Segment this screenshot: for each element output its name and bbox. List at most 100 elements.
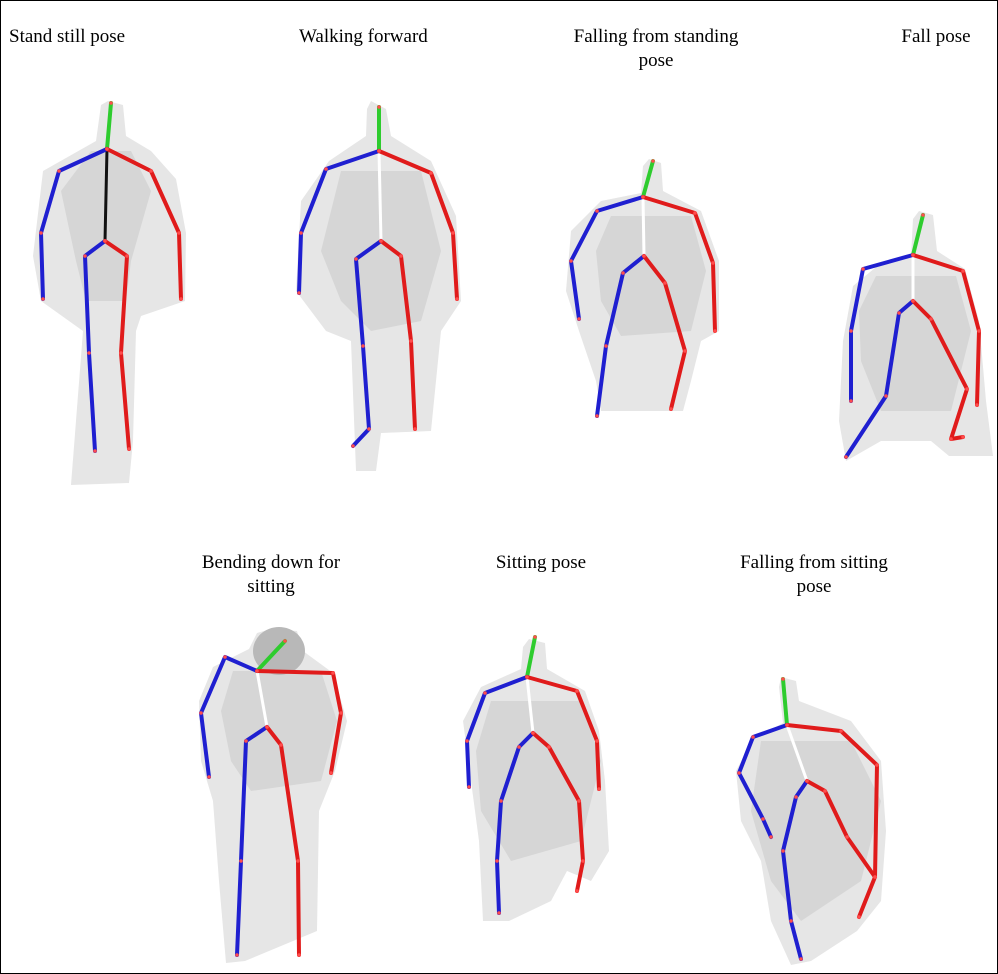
joint-marker [429, 171, 433, 175]
joint-marker [569, 259, 573, 263]
joint-marker [279, 743, 283, 747]
joint-marker [961, 269, 965, 273]
joint-marker [884, 394, 888, 398]
joint-marker [125, 254, 129, 258]
joint-marker [794, 795, 798, 799]
joint-marker [239, 859, 243, 863]
joint-marker [641, 195, 645, 199]
joint-marker [354, 257, 358, 261]
spine-line [105, 149, 107, 241]
joint-marker [751, 735, 755, 739]
joint-marker [199, 711, 203, 715]
joint-marker [517, 745, 521, 749]
joint-marker [781, 677, 785, 681]
joint-marker [693, 211, 697, 215]
joint-marker [621, 271, 625, 275]
joint-marker [921, 213, 925, 217]
joint-marker [299, 231, 303, 235]
joint-marker [711, 261, 715, 265]
figure-fall-pose [839, 211, 993, 461]
joint-marker [683, 349, 687, 353]
joint-marker [929, 317, 933, 321]
figure-falling-from-sitting [736, 677, 886, 965]
joint-marker [547, 745, 551, 749]
joint-marker [465, 739, 469, 743]
joint-marker [297, 953, 301, 957]
joint-marker [377, 105, 381, 109]
joint-marker [669, 407, 673, 411]
joint-marker [351, 444, 355, 448]
joint-marker [179, 297, 183, 301]
joint-marker [604, 344, 608, 348]
joint-marker [785, 723, 789, 727]
joint-marker [296, 859, 300, 863]
joint-marker [781, 849, 785, 853]
joint-marker [805, 779, 809, 783]
joint-marker [769, 835, 773, 839]
joint-marker [39, 231, 43, 235]
joint-marker [737, 771, 741, 775]
figure-sitting-pose [463, 635, 609, 921]
joint-marker [595, 414, 599, 418]
joint-marker [483, 691, 487, 695]
joint-marker [103, 239, 107, 243]
joint-marker [361, 344, 365, 348]
joint-marker [965, 387, 969, 391]
joint-marker [495, 859, 499, 863]
joint-marker [297, 291, 301, 295]
joint-marker [949, 437, 953, 441]
joint-marker [799, 957, 803, 961]
joint-marker [977, 329, 981, 333]
joint-marker [177, 231, 181, 235]
joint-marker [533, 635, 537, 639]
joint-marker [911, 299, 915, 303]
joint-marker [531, 731, 535, 735]
joint-marker [451, 231, 455, 235]
joint-marker [255, 669, 259, 673]
spine-line [379, 151, 381, 241]
joint-marker [839, 729, 843, 733]
joint-marker [41, 297, 45, 301]
joint-marker [149, 169, 153, 173]
joint-marker [413, 427, 417, 431]
joint-marker [849, 329, 853, 333]
joint-marker [961, 435, 965, 439]
joint-marker [207, 775, 211, 779]
joint-marker [595, 209, 599, 213]
figure-stand-still [33, 101, 186, 485]
joint-marker [663, 281, 667, 285]
joint-marker [823, 789, 827, 793]
joint-marker [857, 915, 861, 919]
joint-marker [339, 711, 343, 715]
joint-marker [87, 351, 91, 355]
joint-marker [897, 311, 901, 315]
joint-marker [83, 254, 87, 258]
joint-marker [497, 911, 501, 915]
joint-marker [93, 449, 97, 453]
joint-marker [223, 655, 227, 659]
joint-marker [409, 339, 413, 343]
joint-marker [789, 919, 793, 923]
joint-marker [331, 671, 335, 675]
joint-marker [875, 763, 879, 767]
joint-marker [265, 725, 269, 729]
joint-marker [109, 101, 113, 105]
joint-marker [577, 799, 581, 803]
joint-marker [467, 785, 471, 789]
joint-marker [525, 675, 529, 679]
joint-marker [324, 167, 328, 171]
silhouette-torso [859, 276, 971, 411]
joint-marker [975, 403, 979, 407]
joint-marker [597, 787, 601, 791]
joint-marker [575, 689, 579, 693]
joint-marker [575, 889, 579, 893]
joint-marker [873, 875, 877, 879]
figure-bending-down [199, 627, 347, 963]
joint-marker [844, 455, 848, 459]
figure-walking-forward [296, 101, 461, 471]
joint-marker [911, 253, 915, 257]
joint-marker [713, 329, 717, 333]
joint-marker [399, 254, 403, 258]
joint-marker [235, 953, 239, 957]
